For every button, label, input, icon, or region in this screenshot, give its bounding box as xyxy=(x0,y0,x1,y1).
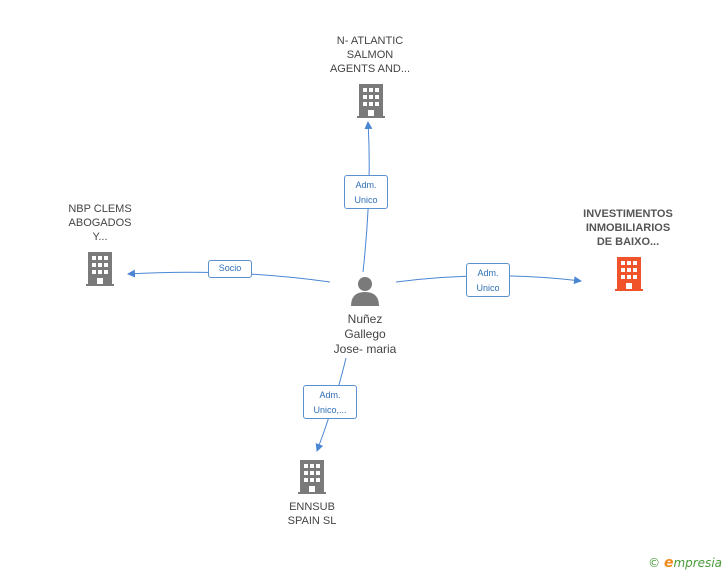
empresia-watermark: © empresia xyxy=(648,555,722,571)
brand-name: mpresia xyxy=(673,556,722,570)
building-icon[interactable] xyxy=(357,84,385,118)
edge-label-ennsub: Adm. Unico,... xyxy=(303,385,357,419)
copyright-symbol: © xyxy=(648,556,661,570)
building-icon[interactable] xyxy=(298,460,326,494)
edge-label-nbp: Socio xyxy=(208,260,252,278)
node-label-atlantic[interactable]: N- ATLANTIC SALMON AGENTS AND... xyxy=(329,35,411,75)
brand-initial: e xyxy=(663,555,674,571)
edge-label-atlantic: Adm. Unico xyxy=(344,175,388,209)
person-icon[interactable] xyxy=(351,277,379,306)
node-label-nbp[interactable]: NBP CLEMS ABOGADOS Y... xyxy=(68,203,132,243)
building-icon[interactable] xyxy=(615,257,643,291)
building-icon[interactable] xyxy=(86,252,114,286)
node-label-investimentos[interactable]: INVESTIMENTOS INMOBILIARIOS DE BAIXO... xyxy=(583,208,673,248)
center-person-label[interactable]: Nuñez Gallego Jose- maria xyxy=(333,312,397,356)
node-label-ennsub[interactable]: ENNSUB SPAIN SL xyxy=(287,501,337,527)
edge-label-investimentos: Adm. Unico xyxy=(466,263,510,297)
